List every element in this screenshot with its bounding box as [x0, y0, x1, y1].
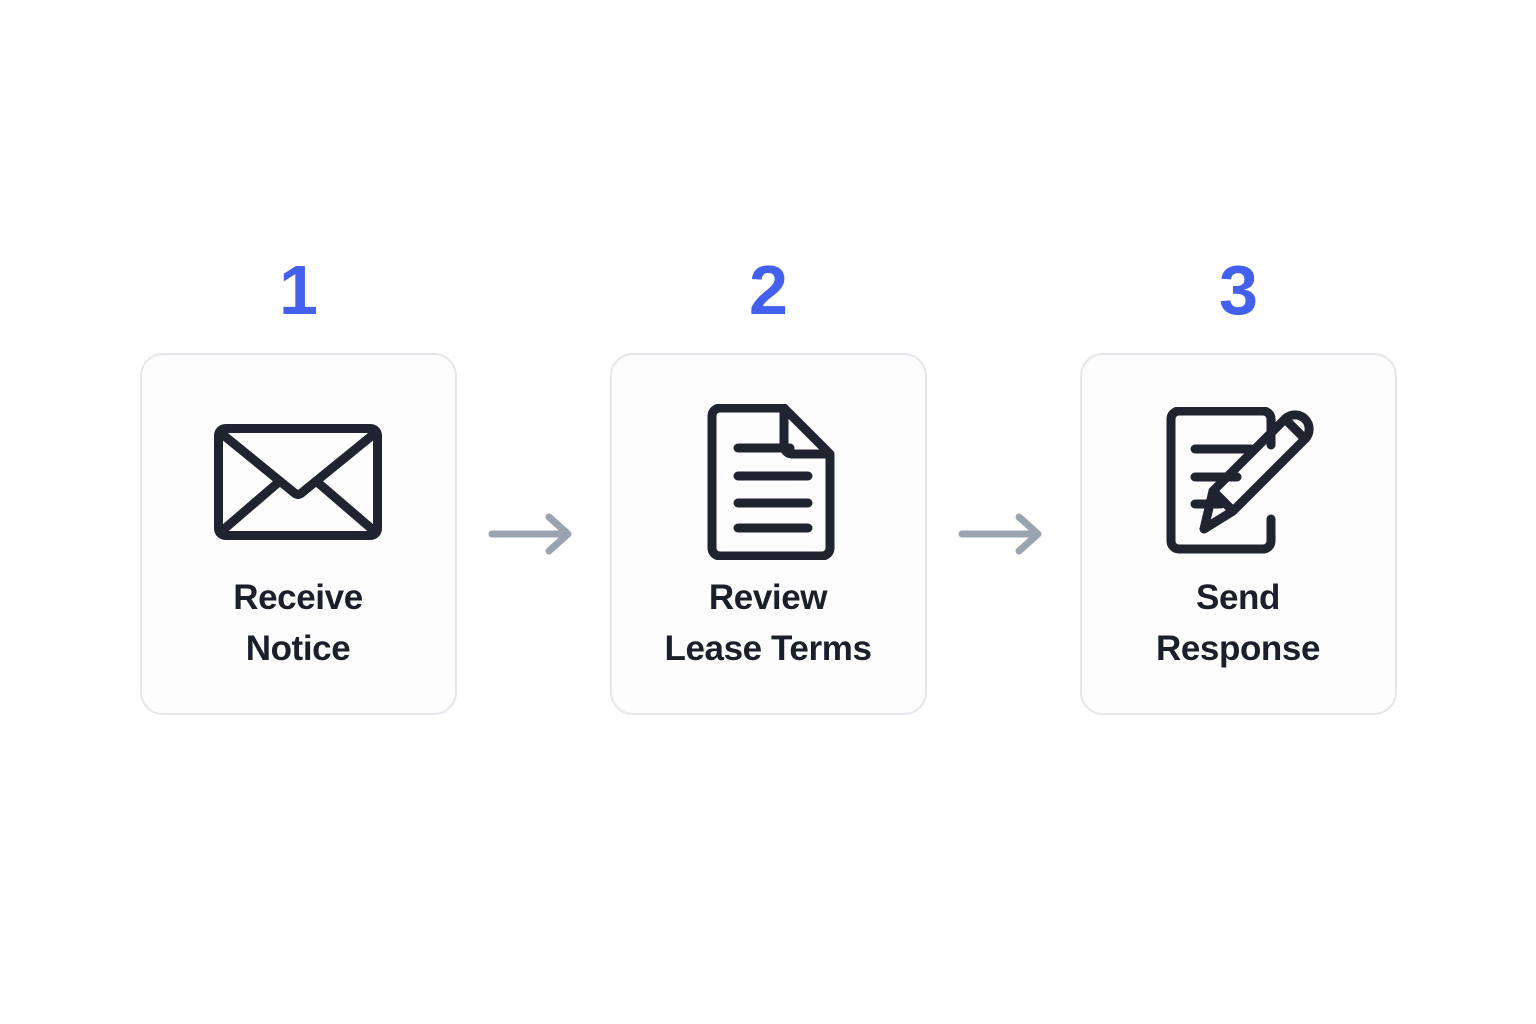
step-number-3: 3 — [1219, 251, 1258, 329]
connector-2-to-3 — [927, 353, 1080, 715]
process-step-3[interactable]: 3 — [1079, 251, 1397, 715]
step-number-2: 2 — [749, 251, 788, 329]
process-step-1[interactable]: 1 Receive Notice — [139, 251, 457, 715]
step-label-3: Send Response — [1155, 578, 1321, 668]
step-card-1[interactable]: Receive Notice — [139, 353, 457, 715]
step-card-3[interactable]: Send Response — [1079, 353, 1397, 715]
step-label-2: Review Lease Terms — [664, 578, 872, 668]
document-lines-icon — [683, 404, 853, 560]
step-card-2[interactable]: Review Lease Terms — [609, 353, 927, 715]
envelope-icon — [213, 417, 383, 547]
document-pencil-icon — [1153, 407, 1323, 554]
connector-1-to-2 — [457, 353, 610, 715]
step-number-1: 1 — [279, 251, 318, 329]
step-label-1: Receive Notice — [233, 578, 363, 668]
arrow-right-icon — [488, 513, 572, 555]
arrow-right-icon — [958, 513, 1042, 555]
process-step-2[interactable]: 2 Review Lease Terms — [609, 251, 927, 715]
process-flow-row: 1 Receive Notice — [0, 255, 1536, 725]
